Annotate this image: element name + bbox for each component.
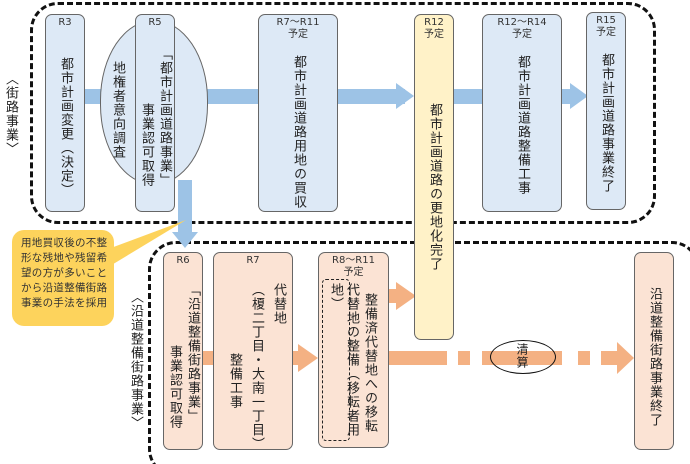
arrow-head	[298, 344, 318, 372]
planned-label: 予定	[512, 29, 532, 40]
callout-note: 用地買収後の不整形な残地や残留希望の方が多いことから沿道整備街路事業の手法を採用	[12, 230, 114, 326]
step-text: 整備工事	[227, 353, 242, 409]
step-text: （榎二丁目・大南一丁目）	[249, 283, 264, 451]
planned-label: 予定	[343, 267, 364, 278]
step-r6-approval: R6 「沿道整備街路事業」 事業認可取得	[163, 252, 203, 450]
step-roadside-completion: 沿道整備街路事業終了	[634, 252, 674, 450]
step-text: 都市計画変更（決定）	[58, 57, 73, 197]
arrow-head	[396, 282, 416, 310]
step-text: 都市計画道路整備工事	[515, 55, 530, 195]
step-text: 「都市計画道路事業」	[157, 47, 172, 187]
settlement-label: 清算	[515, 343, 529, 369]
flow-line	[389, 289, 399, 303]
step-text: 代替地	[271, 283, 286, 325]
step-text: 都市計画道路事業終了	[599, 53, 614, 193]
period-label: R12～R14	[497, 17, 547, 28]
step-r7-r11-land-acquisition: R7～R11 予定 都市計画道路用地の買収	[258, 14, 338, 212]
step-text: 都市計画道路用地の買収	[291, 55, 306, 209]
period-label: R5	[148, 17, 162, 28]
planned-label: 予定	[288, 29, 308, 40]
street-project-group	[30, 2, 656, 224]
step-r5-approval: R5 「都市計画道路事業」 事業認可取得	[135, 14, 175, 212]
period-label: R3	[58, 17, 72, 28]
settlement-ellipse	[490, 340, 556, 374]
planned-label: 予定	[596, 27, 616, 38]
down-arrow-head	[172, 232, 198, 248]
flow-line	[389, 351, 447, 365]
flow-line	[454, 89, 482, 104]
step-text: 「沿道整備街路事業」	[185, 283, 200, 423]
step-r3-plan-change: R3 都市計画変更（決定）	[45, 14, 85, 212]
period-label: R15	[596, 15, 616, 26]
step-text: 整備済代替地への移転	[362, 293, 377, 433]
planned-label: 予定	[424, 29, 444, 40]
step-text: 沿道整備街路事業終了	[647, 287, 662, 427]
flow-line	[562, 89, 572, 104]
roadside-section-label: 〈沿道整備街路事業〉	[128, 290, 143, 430]
step-r12-clearance: R12 予定 都市計画道路の更地化完了	[414, 14, 454, 340]
dotted-frame	[322, 279, 350, 441]
street-section-label: 〈街路事業〉	[3, 72, 18, 156]
flow-line-dash	[578, 351, 590, 365]
step-text: 都市計画道路の更地化完了	[427, 103, 442, 271]
flow-line	[293, 351, 301, 365]
period-label: R8～R11	[332, 255, 375, 266]
step-r7-replacement-land: R7 代替地 （榎二丁目・大南一丁目） 整備工事	[213, 252, 293, 451]
period-label: R7～R11	[276, 17, 320, 28]
step-text: 地権者意向調査	[110, 61, 125, 159]
flow-line	[601, 351, 619, 365]
period-label: R7	[246, 255, 260, 266]
flow-line-dash	[458, 351, 470, 365]
step-r12-r14-construction: R12～R14 予定 都市計画道路整備工事	[482, 14, 562, 212]
step-r8-r11-relocation: R8～R11 予定 代替地の整備（移転者用地） 整備済代替地への移転	[318, 252, 389, 448]
arrow-head	[617, 342, 634, 374]
period-label: R6	[176, 255, 190, 266]
flow-line	[202, 351, 214, 365]
arrow-head	[570, 83, 588, 109]
step-text: 事業認可取得	[139, 103, 154, 187]
period-label: R12	[424, 17, 444, 28]
step-text: 事業認可取得	[167, 345, 182, 429]
step-text: 代替地の整備（移転者用地）	[328, 283, 359, 437]
step-r15-completion: R15 予定 都市計画道路事業終了	[586, 12, 626, 210]
arrow-head	[396, 83, 414, 109]
